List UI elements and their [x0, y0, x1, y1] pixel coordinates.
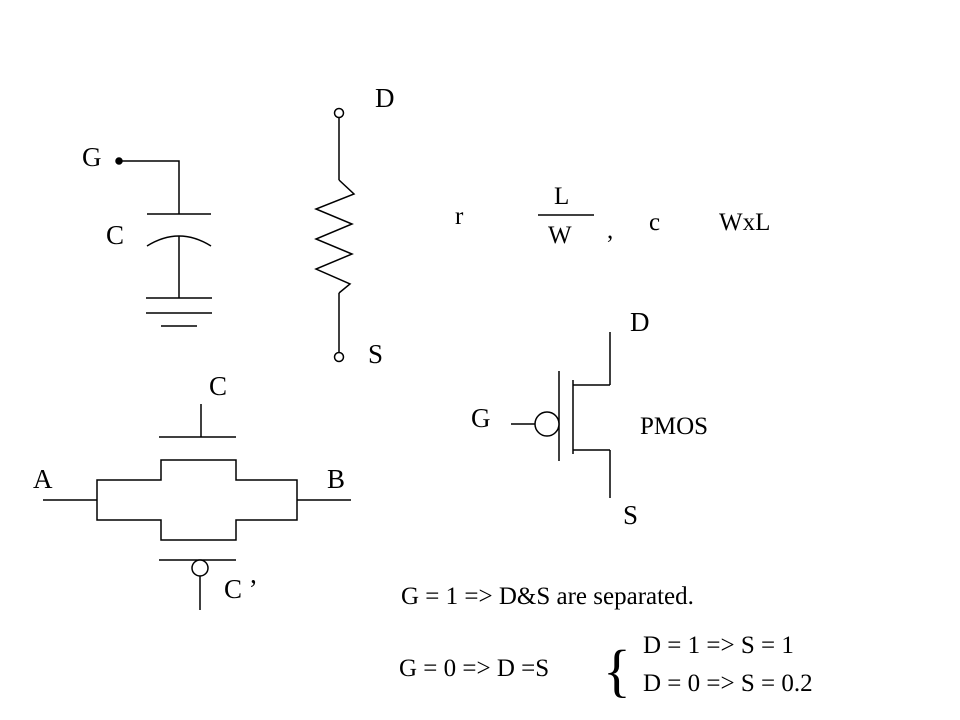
pmos-source-label: S: [623, 500, 638, 530]
note-case-two: D = 0 => S = 0.2: [643, 670, 813, 697]
c-symbol: c: [649, 209, 660, 236]
pmos-gate-label: G: [471, 403, 491, 433]
note-gate-one: G = 1 => D&S are separated.: [401, 583, 694, 610]
tg-control-label: C: [209, 371, 227, 401]
capacitor-gate-label: G: [82, 142, 102, 172]
tg-channel-outline: [96, 459, 298, 541]
gate-wire: [119, 160, 180, 214]
resistor-source-label: S: [368, 339, 383, 369]
formula-comma: ,: [607, 217, 613, 244]
resistor-drain-label: D: [375, 83, 395, 113]
note-gate-zero: G = 0 => D =S: [399, 655, 549, 682]
resistance-formula: r L W , c WxL: [455, 183, 770, 249]
pmos-gate-bubble: [534, 411, 560, 437]
source-terminal: [333, 351, 345, 363]
tg-input-label: A: [33, 464, 53, 494]
capacitor-label: C: [106, 220, 124, 250]
resistor-zigzag: [314, 179, 356, 294]
behavior-notes: G = 1 => D&S are separated. G = 0 => D =…: [399, 583, 813, 703]
r-symbol: r: [455, 203, 464, 230]
capacitor-model: G C: [82, 142, 212, 327]
pmos-transistor: D G PMOS S: [471, 307, 708, 530]
tg-inversion-bubble: [191, 559, 209, 577]
tg-control-bar-label: C ’: [224, 574, 258, 604]
drain-terminal: [333, 107, 345, 119]
fraction-numerator: L: [554, 183, 569, 210]
transmission-gate: C A B C ’: [33, 371, 351, 610]
tg-output-label: B: [327, 464, 345, 494]
note-case-one: D = 1 => S = 1: [643, 632, 794, 659]
pmos-type-label: PMOS: [640, 413, 708, 440]
area-expression: WxL: [719, 209, 770, 236]
resistor-model: D S: [314, 83, 395, 369]
pmos-drain-label: D: [630, 307, 650, 337]
fraction-denominator: W: [548, 222, 572, 249]
case-brace: {: [603, 638, 631, 703]
